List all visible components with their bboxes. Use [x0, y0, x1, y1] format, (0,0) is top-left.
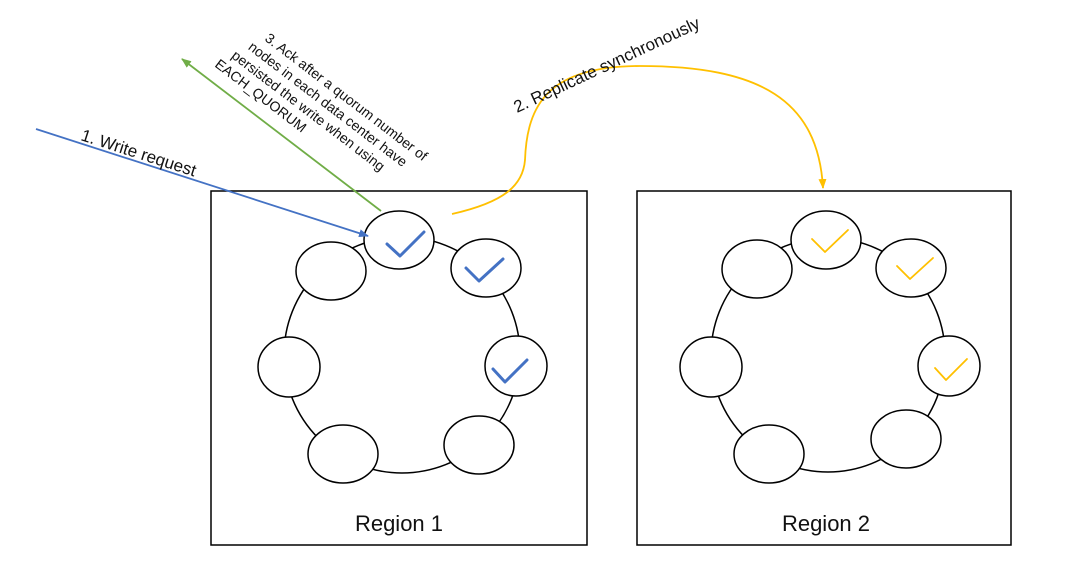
region-1-node-right [484, 335, 548, 397]
region-2-check-icon-right [934, 358, 968, 381]
replicate-arrow [451, 65, 827, 215]
replicate-label: 2. Replicate synchronously [511, 13, 704, 116]
ack-arrow [181, 58, 382, 212]
region-1: Region 1 [210, 190, 588, 546]
region-2-node-right [917, 335, 981, 397]
region-1-node-upper-right [450, 238, 522, 298]
region-1-node-upper-left [295, 241, 367, 301]
region-1-check-icon-upper-right [464, 257, 505, 283]
region-2-check-icon-upper-right [896, 257, 934, 280]
region-1-node-left [257, 336, 321, 398]
region-1-check-icon-right [491, 358, 529, 384]
region-1-node-lower-right [443, 415, 515, 475]
region-1-node-top [363, 210, 435, 270]
region-2-label: Region 2 [782, 511, 870, 536]
region-1-node-lower-left [307, 424, 379, 484]
region-2-node-lower-right [870, 409, 942, 469]
region-1-label: Region 1 [355, 511, 443, 536]
region-2-node-upper-left [721, 239, 793, 299]
region-2-check-icon-top [811, 229, 849, 253]
region-2-node-lower-left [733, 424, 805, 484]
write-request-arrow [35, 128, 369, 238]
region-2-node-top [790, 210, 862, 270]
region-1-check-icon-top [385, 230, 426, 258]
region-2-node-upper-right [875, 238, 947, 298]
region-2: Region 2 [636, 190, 1012, 546]
ack-label: 3. Ack after a quorum number of nodes in… [212, 30, 431, 174]
region-2-node-left [679, 336, 743, 398]
write-request-label: 1. Write request [79, 126, 199, 181]
